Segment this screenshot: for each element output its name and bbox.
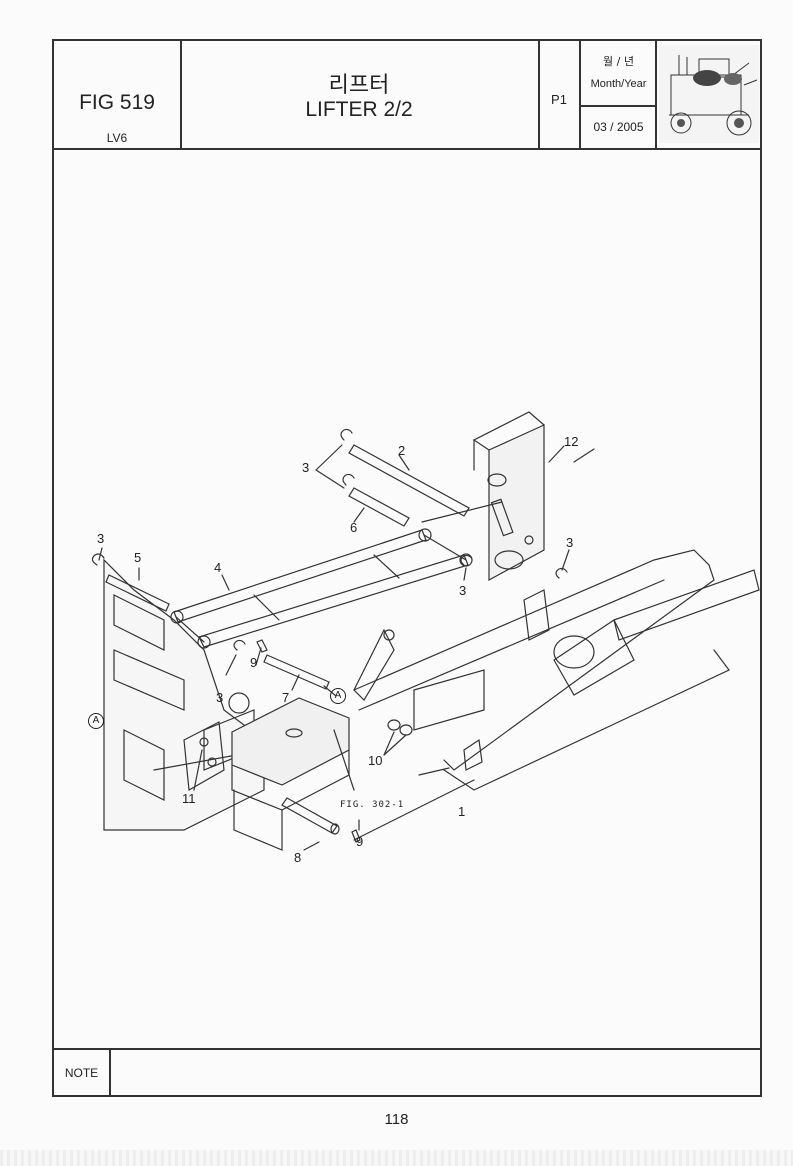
figure-reference: FIG. 302-1 [340, 800, 405, 810]
fig-number: FIG 519 [79, 91, 155, 114]
callout-label: 1 [458, 804, 466, 819]
callout-label: 9 [356, 834, 364, 849]
divider [180, 41, 182, 148]
exploded-parts-drawing: 1 2 3 3 3 3 3 4 5 6 7 8 9 9 10 11 12 A A… [54, 150, 760, 1048]
callout-label: 10 [368, 753, 383, 768]
callout-label: 3 [566, 535, 574, 550]
callout-label: 3 [302, 460, 310, 475]
divider [579, 41, 581, 148]
model-code: LV6 [106, 131, 128, 145]
callout-label: 5 [134, 550, 142, 565]
parts-sheet: FIG 519 LV6 리프터 LIFTER 2/2 P1 월 / 년 Mont… [52, 39, 762, 1097]
reference-marker: A [88, 713, 104, 729]
callout-label: 11 [182, 791, 196, 806]
title-korean: 리프터 [328, 73, 390, 98]
callout-label: 2 [398, 443, 406, 458]
title-english: LIFTER 2/2 [305, 98, 413, 121]
callout-label: 9 [250, 655, 258, 670]
page-code: P1 [551, 92, 567, 107]
callout-label: 6 [350, 520, 358, 535]
page-number: 118 [384, 1111, 409, 1128]
parts-diagram [91, 411, 760, 851]
scan-edge [0, 1150, 793, 1166]
callout-label: 12 [564, 434, 579, 449]
callout-label: 4 [214, 560, 222, 575]
callout-label: 3 [459, 583, 467, 598]
issue-date: 03 / 2005 [593, 120, 644, 134]
callout-label: 3 [97, 531, 105, 546]
divider [538, 41, 540, 148]
reference-marker: A [330, 688, 346, 704]
month-year-korean: 월 / 년 [603, 55, 634, 68]
divider [655, 41, 657, 148]
header: FIG 519 LV6 리프터 LIFTER 2/2 P1 월 / 년 Mont… [54, 41, 760, 150]
month-year-english: Month/Year [590, 78, 647, 90]
machine-thumbnail [659, 45, 759, 143]
divider [581, 105, 656, 107]
callout-label: 3 [216, 690, 224, 705]
note-box: NOTE [54, 1048, 760, 1097]
callout-label: 7 [282, 690, 290, 705]
callout-label: 8 [294, 850, 302, 865]
note-label: NOTE [54, 1050, 111, 1097]
